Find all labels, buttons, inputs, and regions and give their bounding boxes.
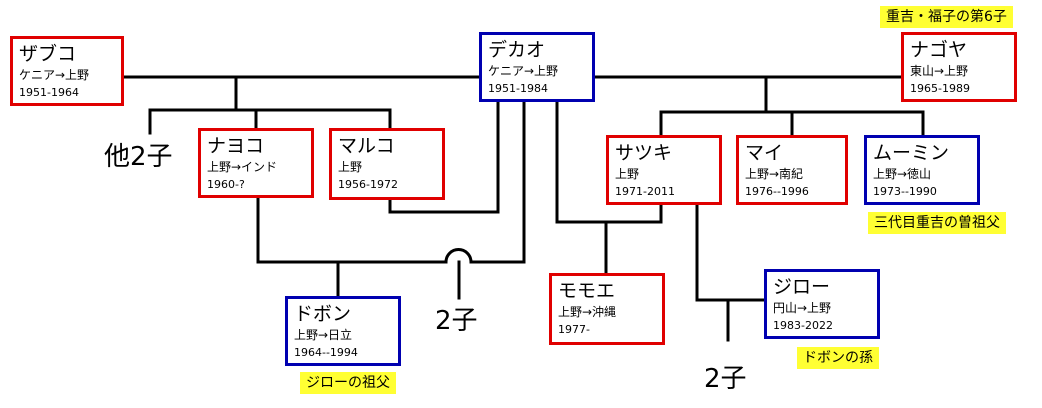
person-box-dobon[interactable]: ドボン 上野→日立 1964--1994 <box>285 296 401 366</box>
person-box-nagoya[interactable]: ナゴヤ 東山→上野 1965-1989 <box>901 32 1017 102</box>
note-moomin: 三代目重吉の曽祖父 <box>868 212 1006 234</box>
person-place: 上野→インド <box>207 160 278 174</box>
label-other-children: 他2子 <box>104 142 173 172</box>
person-name: ドボン <box>294 303 352 325</box>
person-place: 円山→上野 <box>773 301 832 315</box>
person-box-satsuki[interactable]: サツキ 上野 1971-2011 <box>606 135 722 205</box>
person-years: 1964--1994 <box>294 346 358 359</box>
person-place: 上野→南紀 <box>745 167 804 181</box>
person-place: 上野 <box>338 160 363 174</box>
person-box-maruko[interactable]: マルコ 上野 1956-1972 <box>329 128 445 200</box>
person-years: 1956-1972 <box>338 178 398 191</box>
person-name: デカオ <box>488 39 546 61</box>
person-box-dekao[interactable]: デカオ ケニア→上野 1951-1984 <box>479 32 595 102</box>
person-name: マルコ <box>338 135 395 157</box>
person-name: ジロー <box>773 276 831 298</box>
person-box-nayoko[interactable]: ナヨコ 上野→インド 1960-? <box>198 128 314 198</box>
label-two-children-a: 2子 <box>435 306 478 336</box>
person-box-zabuko[interactable]: ザブコ ケニア→上野 1951-1964 <box>10 36 124 106</box>
person-place: 上野→日立 <box>294 328 353 342</box>
person-name: サツキ <box>615 142 673 164</box>
person-years: 1973--1990 <box>873 185 937 198</box>
label-two-children-b: 2子 <box>704 364 747 394</box>
person-place: ケニア→上野 <box>488 64 559 78</box>
person-name: モモエ <box>558 280 616 302</box>
person-name: ザブコ <box>19 43 77 65</box>
note-dobon: ジローの祖父 <box>300 372 396 394</box>
person-years: 1960-? <box>207 178 245 191</box>
person-box-moomin[interactable]: ムーミン 上野→徳山 1973--1990 <box>864 135 980 205</box>
person-name: マイ <box>745 142 784 164</box>
person-name: ムーミン <box>873 142 950 164</box>
person-years: 1951-1964 <box>19 86 79 99</box>
person-place: ケニア→上野 <box>19 68 90 82</box>
note-jiro: ドボンの孫 <box>797 347 879 369</box>
person-years: 1965-1989 <box>910 82 970 95</box>
person-place: 東山→上野 <box>910 64 969 78</box>
person-years: 1977- <box>558 323 590 336</box>
person-years: 1976--1996 <box>745 185 809 198</box>
note-nagoya: 重吉・福子の第6子 <box>880 6 1013 28</box>
person-box-momoe[interactable]: モモエ 上野→沖縄 1977- <box>549 273 665 345</box>
person-box-jiro[interactable]: ジロー 円山→上野 1983-2022 <box>764 269 880 339</box>
person-years: 1971-2011 <box>615 185 675 198</box>
person-place: 上野 <box>615 167 640 181</box>
person-place: 上野→徳山 <box>873 167 932 181</box>
person-box-mai[interactable]: マイ 上野→南紀 1976--1996 <box>736 135 848 205</box>
person-name: ナヨコ <box>207 135 265 157</box>
person-place: 上野→沖縄 <box>558 305 617 319</box>
line-jump-bridge <box>444 248 473 264</box>
person-name: ナゴヤ <box>910 39 968 61</box>
person-years: 1983-2022 <box>773 319 833 332</box>
person-years: 1951-1984 <box>488 82 548 95</box>
